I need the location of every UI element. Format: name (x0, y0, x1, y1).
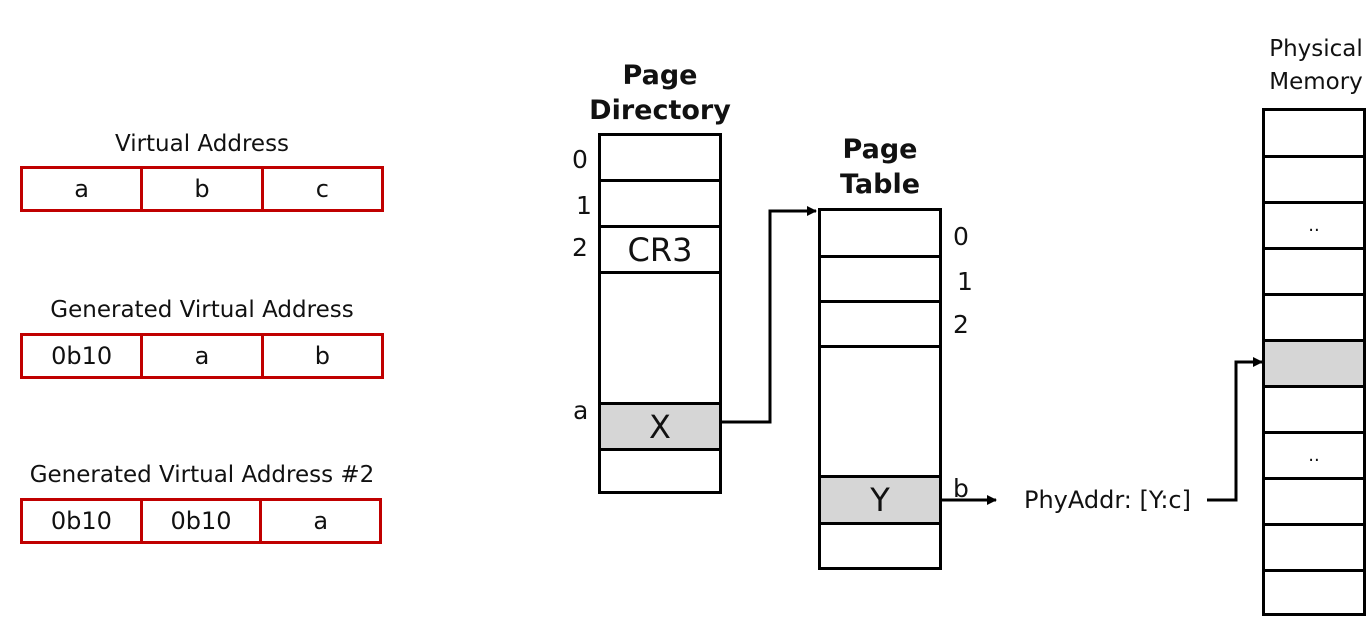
page-directory-entry-cr3: CR3 (601, 228, 719, 274)
page-table-index-0: 0 (953, 222, 969, 251)
physical-memory-slot (1265, 388, 1363, 434)
page-table-index-1: 1 (957, 267, 973, 296)
physical-memory-slot (1265, 111, 1363, 158)
page-directory-title-line1: Page (622, 60, 698, 91)
page-table-entry (821, 211, 939, 258)
physical-memory-slot: .. (1265, 434, 1363, 480)
virtual-address-cell: b (143, 169, 264, 209)
page-directory-index-2: 2 (572, 233, 588, 262)
page-table-title: Page Table (800, 132, 960, 202)
physical-memory-slot-target (1265, 342, 1363, 388)
generated-address-2-cell: 0b10 (23, 501, 143, 541)
generated-address-2-cell: a (313, 507, 329, 535)
page-directory-index-a: a (573, 396, 589, 425)
generated-virtual-address-2-title: Generated Virtual Address #2 (29, 462, 375, 488)
page-directory-entry (601, 182, 719, 228)
generated-virtual-address-title: Generated Virtual Address (50, 297, 354, 323)
physical-memory-title-line2: Memory (1269, 69, 1363, 95)
page-directory-index-1: 1 (576, 191, 592, 220)
phy-addr-label: PhyAddr: [Y:c] (1024, 486, 1191, 514)
page-table-index-b: b (953, 474, 969, 503)
generated-address-cell: b (314, 342, 330, 370)
generated-virtual-address-2-box: 0b10 0b10 a (20, 498, 382, 544)
directory-to-table-arrow (720, 206, 817, 424)
page-table-entry (821, 348, 939, 478)
generated-virtual-address-box: 0b10 a b (20, 333, 384, 379)
page-table-title-line2: Table (839, 169, 921, 200)
page-table-entry-y: Y (821, 478, 939, 525)
page-table-entry (821, 258, 939, 303)
phyaddr-to-memory-arrow (1207, 357, 1263, 502)
physical-memory-slot (1265, 296, 1363, 342)
physical-memory-slot (1265, 526, 1363, 572)
page-directory-title-line2: Directory (589, 95, 731, 126)
page-table-index-2: 2 (953, 310, 969, 339)
physical-memory-slot (1265, 480, 1363, 526)
physical-memory-slot (1265, 250, 1363, 296)
physical-memory-table: .. .. (1262, 108, 1366, 616)
page-table-entry (821, 303, 939, 348)
virtual-address-cell: c (315, 175, 329, 203)
generated-address-cell: a (143, 336, 264, 376)
page-table-table: Y (818, 208, 942, 570)
physical-memory-title: Physical Memory (1256, 33, 1371, 99)
page-directory-index-0: 0 (572, 145, 588, 174)
page-directory-entry (601, 136, 719, 182)
page-directory-table: CR3 X (598, 133, 722, 494)
physical-memory-slot (1265, 158, 1363, 204)
generated-address-2-cell: 0b10 (143, 501, 263, 541)
physical-memory-title-line1: Physical (1269, 36, 1363, 62)
physical-memory-slot: .. (1265, 204, 1363, 250)
page-directory-title: Page Directory (560, 58, 760, 128)
virtual-address-box: a b c (20, 166, 384, 212)
page-table-title-line1: Page (842, 134, 918, 165)
virtual-address-title: Virtual Address (114, 131, 290, 157)
page-directory-entry-x: X (601, 405, 719, 451)
virtual-address-cell: a (23, 169, 144, 209)
generated-address-cell: 0b10 (23, 336, 144, 376)
page-directory-entry (601, 274, 719, 405)
